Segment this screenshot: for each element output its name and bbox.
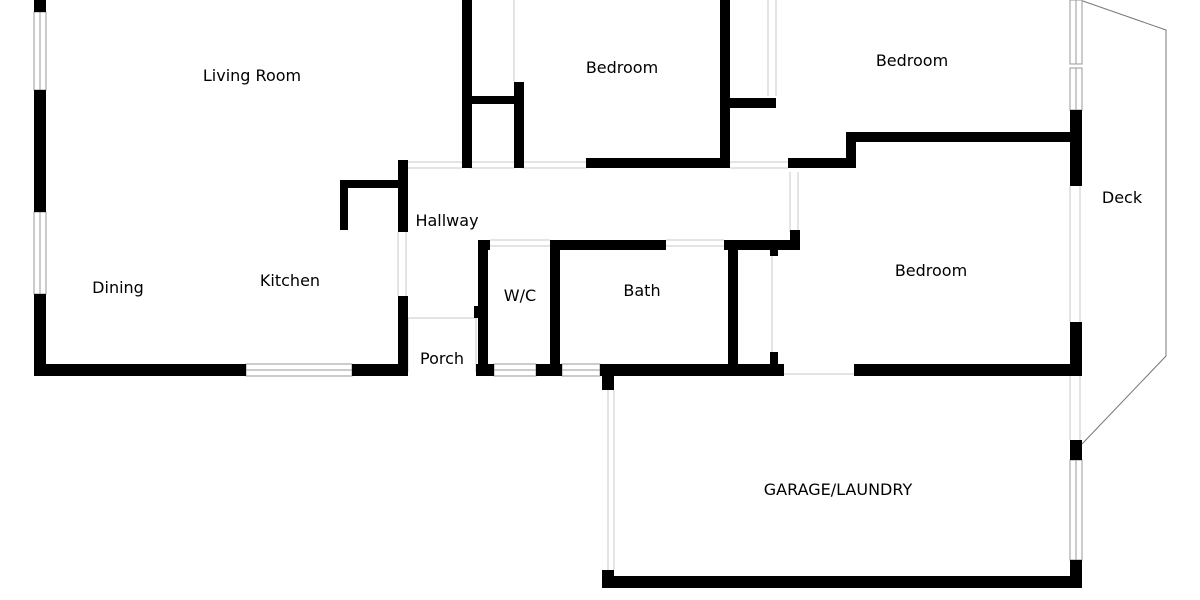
wall xyxy=(34,0,46,12)
wall xyxy=(462,0,472,168)
room-labels: Living Room Bedroom Bedroom Hallway Deck… xyxy=(92,51,1143,499)
wall xyxy=(846,132,856,168)
wall xyxy=(514,82,524,168)
wall xyxy=(728,240,738,376)
deck-outline xyxy=(1079,0,1167,445)
walls xyxy=(34,0,1082,588)
wall xyxy=(474,306,488,318)
wall xyxy=(34,90,46,212)
windows xyxy=(33,0,1083,561)
wall xyxy=(1070,110,1082,186)
wall xyxy=(720,98,776,108)
wall xyxy=(398,296,408,376)
wall xyxy=(340,180,404,188)
wall xyxy=(724,240,800,250)
deck-edge xyxy=(1079,0,1167,445)
wall xyxy=(398,160,408,232)
room-label-wc: W/C xyxy=(504,286,536,305)
wall xyxy=(854,364,1082,376)
room-label-living-room: Living Room xyxy=(203,66,301,85)
openings xyxy=(397,0,1081,570)
wall xyxy=(1070,322,1082,376)
room-label-deck: Deck xyxy=(1102,188,1143,207)
room-label-garage-laundry: GARAGE/LAUNDRY xyxy=(764,480,913,499)
wall xyxy=(602,364,614,390)
wall xyxy=(550,240,666,250)
wall xyxy=(1070,440,1082,460)
room-label-bath: Bath xyxy=(623,281,660,300)
wall xyxy=(846,132,1082,142)
room-label-dining: Dining xyxy=(92,278,144,297)
wall xyxy=(586,158,730,168)
wall xyxy=(340,180,348,230)
wall xyxy=(462,96,522,104)
wall xyxy=(720,0,730,168)
room-label-bedroom-3: Bedroom xyxy=(895,261,967,280)
wall xyxy=(600,364,784,376)
wall xyxy=(34,364,246,376)
room-label-hallway: Hallway xyxy=(415,211,478,230)
wall xyxy=(602,576,1082,588)
wall xyxy=(790,230,800,248)
wall xyxy=(550,240,560,376)
wall xyxy=(788,158,854,168)
room-label-kitchen: Kitchen xyxy=(260,271,320,290)
room-label-bedroom-2: Bedroom xyxy=(876,51,948,70)
wall xyxy=(34,294,46,376)
room-label-porch: Porch xyxy=(420,349,464,368)
wall xyxy=(352,364,408,376)
wall xyxy=(770,352,778,366)
wall xyxy=(770,248,778,256)
room-label-bedroom-1: Bedroom xyxy=(586,58,658,77)
